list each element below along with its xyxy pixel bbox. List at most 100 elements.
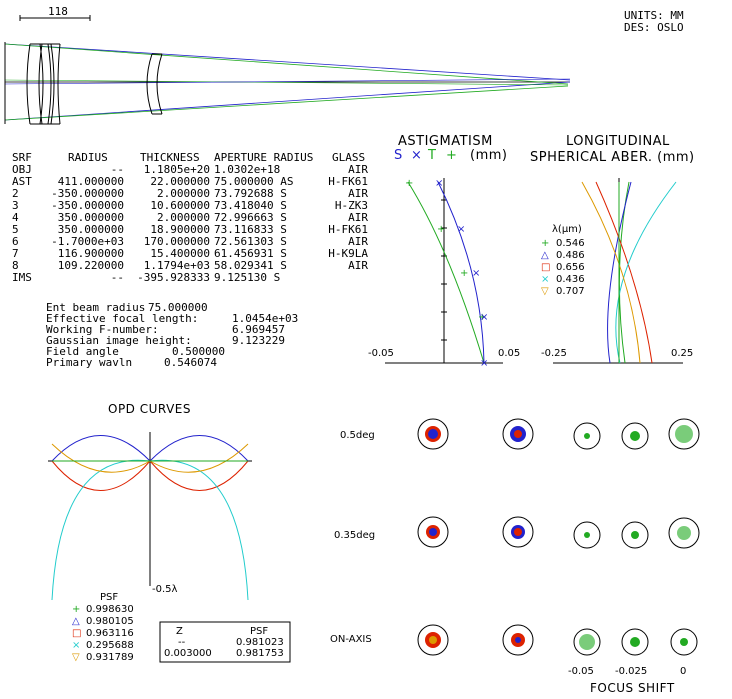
row-aperture: 73.792688 S <box>214 187 287 200</box>
astig-xmax: 0.05 <box>498 348 521 359</box>
param-value: 6.969457 <box>232 323 285 336</box>
wavelength-symbol: + <box>541 238 550 249</box>
wavelength-symbol: □ <box>541 262 551 273</box>
wavelength-value: 0.436 <box>556 274 585 285</box>
svg-text:×: × <box>435 178 443 189</box>
psf-value: 0.998630 <box>86 604 134 615</box>
col-thickness: THICKNESS <box>140 151 200 164</box>
svg-text:+: + <box>478 312 486 323</box>
row-thickness: 2.000000 <box>157 211 210 224</box>
row-radius: 411.000000 <box>57 175 124 188</box>
row-radius: 116.900000 <box>57 247 124 260</box>
opd-plot <box>48 432 252 601</box>
row-thickness: 15.400000 <box>150 247 210 260</box>
psf-symbol: □ <box>72 628 82 639</box>
row-glass: AIR <box>348 259 368 272</box>
spot-label-on-axis: ON-AXIS <box>330 634 372 645</box>
param-label: Gaussian image height: <box>46 334 192 347</box>
row-aperture: 58.029341 S <box>214 259 287 272</box>
psf-value: 0.931789 <box>86 652 134 663</box>
row-srf: 4 <box>12 211 19 224</box>
param-label: Working F-number: <box>46 323 159 336</box>
spot-row-0-35deg <box>417 516 700 549</box>
row-glass: AIR <box>348 163 368 176</box>
psf-symbol: + <box>72 604 81 615</box>
row-aperture: 61.456931 S <box>214 247 287 260</box>
row-srf: 3 <box>12 199 19 212</box>
row-srf: OBJ <box>12 163 32 176</box>
row-aperture: 73.418040 S <box>214 199 287 212</box>
param-value: 0.500000 <box>172 345 225 358</box>
row-radius: -1.7000e+03 <box>51 235 124 248</box>
row-thickness: 2.000000 <box>157 187 210 200</box>
row-srf: 2 <box>12 187 19 200</box>
row-glass: H-K9LA <box>328 247 368 260</box>
row-radius: 109.220000 <box>57 259 124 272</box>
focus-label-0: -0.05 <box>568 666 594 677</box>
row-glass: AIR <box>348 235 368 248</box>
astig-legend-x: × <box>411 148 423 163</box>
opd-scale-label: -0.5λ <box>152 584 178 595</box>
focus-label-1: -0.025 <box>615 666 648 677</box>
wavelength-header: λ(μm) <box>552 224 582 235</box>
row-radius: 350.000000 <box>57 223 124 236</box>
focus-row1-z: -- <box>178 637 186 648</box>
wavelength-symbol: ▽ <box>541 286 549 297</box>
wavelength-value: 0.656 <box>556 262 585 273</box>
wavelength-value: 0.486 <box>556 250 585 261</box>
param-value: 0.546074 <box>164 356 217 369</box>
astig-legend-plus: + <box>446 148 458 163</box>
psf-symbol: ▽ <box>72 652 80 663</box>
wavelength-value: 0.546 <box>556 238 585 249</box>
svg-text:+: + <box>437 224 445 235</box>
row-aperture: 73.116833 S <box>214 223 287 236</box>
long-xmax: 0.25 <box>671 348 694 359</box>
row-glass: H-FK61 <box>328 175 368 188</box>
focus-row1-psf: 0.981023 <box>236 637 284 648</box>
focus-psf-box <box>159 621 291 663</box>
col-srf: SRF <box>12 151 32 164</box>
row-srf: IMS <box>12 271 32 284</box>
svg-text:+: + <box>460 268 468 279</box>
svg-text:×: × <box>472 268 480 279</box>
param-label: Primary wavln <box>46 356 133 369</box>
row-aperture: 72.561303 S <box>214 235 287 248</box>
svg-text:+: + <box>405 178 413 189</box>
long-xmin: -0.25 <box>541 348 567 359</box>
row-radius: -350.000000 <box>51 187 124 200</box>
row-radius: -350.000000 <box>51 199 124 212</box>
focus-psf-header: PSF <box>250 626 269 637</box>
row-thickness: 1.1794e+03 <box>143 259 210 272</box>
focus-label-2: 0 <box>680 666 687 677</box>
col-glass: GLASS <box>332 151 366 164</box>
param-value: 75.000000 <box>148 301 208 314</box>
focus-row2-psf: 0.981753 <box>236 648 284 659</box>
row-srf: 7 <box>12 247 19 260</box>
focus-z-header: Z <box>176 626 183 637</box>
row-srf: 6 <box>12 235 19 248</box>
units-label: UNITS: MM <box>624 9 684 22</box>
row-glass: H-FK61 <box>328 223 368 236</box>
param-value: 1.0454e+03 <box>232 312 299 325</box>
row-srf: 8 <box>12 259 19 272</box>
focus-row2-z: 0.003000 <box>164 648 212 659</box>
designer-label: DES: OSLO <box>624 21 684 34</box>
param-label: Effective focal length: <box>46 312 199 325</box>
astigmatism-title: ASTIGMATISM <box>398 134 493 149</box>
astig-legend-s: S <box>394 148 403 163</box>
svg-text:×: × <box>457 224 465 235</box>
focus-shift-title: FOCUS SHIFT <box>590 681 675 695</box>
col-radius: RADIUS <box>68 151 108 164</box>
spot-label-0-35deg: 0.35deg <box>334 530 376 541</box>
psf-value: 0.295688 <box>86 640 134 651</box>
psf-value: 0.963116 <box>86 628 134 639</box>
row-aperture: 1.0302e+18 <box>214 163 281 176</box>
row-thickness: 1.1805e+20 <box>143 163 210 176</box>
row-glass: H-ZK3 <box>334 199 368 212</box>
scale-label: 118 <box>48 5 68 18</box>
spot-row-on-axis <box>417 624 698 656</box>
opd-title: OPD CURVES <box>108 402 191 416</box>
longitudinal-plot <box>553 178 683 364</box>
